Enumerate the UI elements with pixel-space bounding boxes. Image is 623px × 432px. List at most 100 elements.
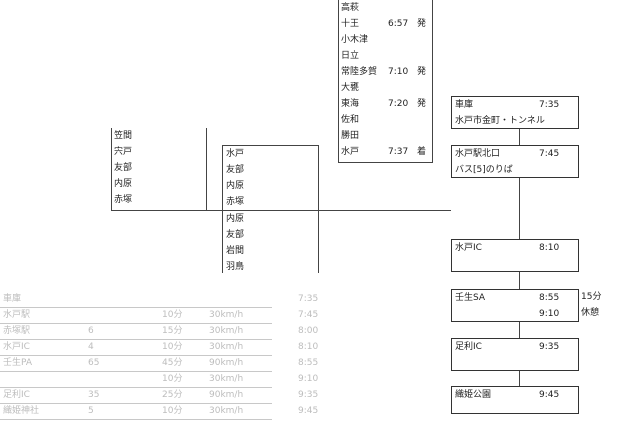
table-duration: 15分 — [162, 326, 183, 336]
table-speed: 30km/h — [209, 374, 244, 384]
stop-name: 壬生SA — [455, 293, 486, 303]
table-rule — [0, 307, 272, 308]
stop-box: 車庫 7:35 水戸市金町・トンネル — [451, 96, 579, 129]
train-time: 7:20 — [388, 99, 409, 109]
table-duration: 45分 — [162, 358, 183, 368]
table-stop-name: 織姫神社 — [3, 406, 40, 416]
table-rule — [0, 387, 272, 388]
table-stop-name: 水戸駅 — [3, 310, 31, 320]
stop-name: 車庫 — [455, 100, 474, 110]
table-distance: 65 — [88, 358, 100, 368]
left-station-name: 内原 — [114, 179, 133, 189]
table-duration: 10分 — [162, 374, 183, 384]
train-table-right-border — [432, 0, 433, 163]
stop-time: 7:35 — [539, 100, 560, 110]
table-time: 7:35 — [298, 294, 319, 304]
table-speed: 90km/h — [209, 358, 244, 368]
train-station-name: 高萩 — [341, 3, 360, 13]
stop-box: 水戸駅北口 7:45 バス[5]のりば — [451, 145, 579, 178]
table-rule — [0, 323, 272, 324]
table-time: 7:45 — [298, 310, 319, 320]
table-distance: 5 — [88, 406, 94, 416]
stop-name: 水戸駅北口 — [455, 149, 501, 159]
left-line-divider — [206, 128, 207, 211]
mid-station-name: 友部 — [226, 165, 245, 175]
table-rule — [0, 403, 272, 404]
table-speed: 30km/h — [209, 326, 244, 336]
train-table-left-border — [338, 0, 339, 163]
train-station-name: 勝田 — [341, 131, 360, 141]
table-stop-name: 足利IC — [3, 390, 30, 400]
stop-time: 8:10 — [539, 243, 560, 253]
train-station-name: 小木津 — [341, 35, 369, 45]
table-time: 8:55 — [298, 358, 319, 368]
rail-line — [111, 210, 451, 211]
mid-station-name: 友部 — [226, 230, 245, 240]
stop-name: 織姫公園 — [455, 390, 492, 400]
stop-name: 水戸IC — [455, 243, 482, 253]
stop-box: 壬生SA 8:55 9:10 — [451, 289, 579, 322]
left-line-vertical — [111, 128, 112, 211]
stop-detail: バス[5]のりば — [455, 165, 513, 175]
table-distance: 6 — [88, 326, 94, 336]
table-time: 9:35 — [298, 390, 319, 400]
train-station-name: 水戸 — [341, 147, 360, 157]
train-station-name: 大甕 — [341, 83, 360, 93]
left-station-name: 宍戸 — [114, 147, 133, 157]
table-speed: 30km/h — [209, 406, 244, 416]
table-rule — [0, 419, 272, 420]
mid-station-name: 水戸 — [226, 149, 245, 159]
stop-box: 織姫公園 9:45 — [451, 386, 579, 414]
stop-detail: 水戸市金町・トンネル — [455, 116, 545, 126]
mid-box-left — [222, 145, 223, 273]
mid-box-right — [318, 145, 319, 273]
table-rule — [0, 355, 272, 356]
mid-station-name: 赤塚 — [226, 197, 245, 207]
train-station-name: 常陸多賀 — [341, 67, 378, 77]
left-station-name: 赤塚 — [114, 195, 133, 205]
table-duration: 25分 — [162, 390, 183, 400]
left-station-name: 友部 — [114, 163, 133, 173]
table-duration: 10分 — [162, 310, 183, 320]
train-table-bottom-border — [338, 162, 433, 163]
table-time: 8:00 — [298, 326, 319, 336]
table-distance: 4 — [88, 342, 94, 352]
train-time: 7:37 — [388, 147, 409, 157]
train-status: 発 — [417, 99, 427, 109]
table-rule — [0, 371, 272, 372]
train-status: 着 — [417, 147, 427, 157]
table-speed: 30km/h — [209, 310, 244, 320]
stop-note: 休憩 — [581, 308, 600, 318]
table-stop-name: 水戸IC — [3, 342, 30, 352]
train-station-name: 佐和 — [341, 115, 360, 125]
train-station-name: 十王 — [341, 19, 360, 29]
table-distance: 35 — [88, 390, 100, 400]
stop-time: 8:55 — [539, 293, 560, 303]
stop-time: 9:45 — [539, 390, 560, 400]
table-speed: 30km/h — [209, 342, 244, 352]
table-time: 9:10 — [298, 374, 319, 384]
table-stop-name: 赤塚駅 — [3, 326, 31, 336]
mid-station-name: 岩間 — [226, 246, 245, 256]
table-duration: 10分 — [162, 406, 183, 416]
train-status: 発 — [417, 67, 427, 77]
stop-time: 7:45 — [539, 149, 560, 159]
stop-box: 足利IC 9:35 — [451, 338, 579, 371]
stop-time-secondary: 9:10 — [539, 309, 560, 319]
mid-station-name: 羽鳥 — [226, 262, 245, 272]
table-duration: 10分 — [162, 342, 183, 352]
train-time: 7:10 — [388, 67, 409, 77]
table-rule — [0, 339, 272, 340]
stop-note: 15分 — [581, 292, 602, 302]
mid-station-name: 内原 — [226, 214, 245, 224]
stop-name: 足利IC — [455, 342, 482, 352]
table-speed: 90km/h — [209, 390, 244, 400]
table-stop-name: 壬生PA — [3, 358, 33, 368]
train-station-name: 東海 — [341, 99, 360, 109]
stop-time: 9:35 — [539, 342, 560, 352]
train-status: 発 — [417, 19, 427, 29]
left-station-name: 笠間 — [114, 131, 133, 141]
table-stop-name: 車庫 — [3, 294, 22, 304]
stop-box: 水戸IC 8:10 — [451, 239, 579, 272]
mid-box-top — [222, 145, 318, 146]
